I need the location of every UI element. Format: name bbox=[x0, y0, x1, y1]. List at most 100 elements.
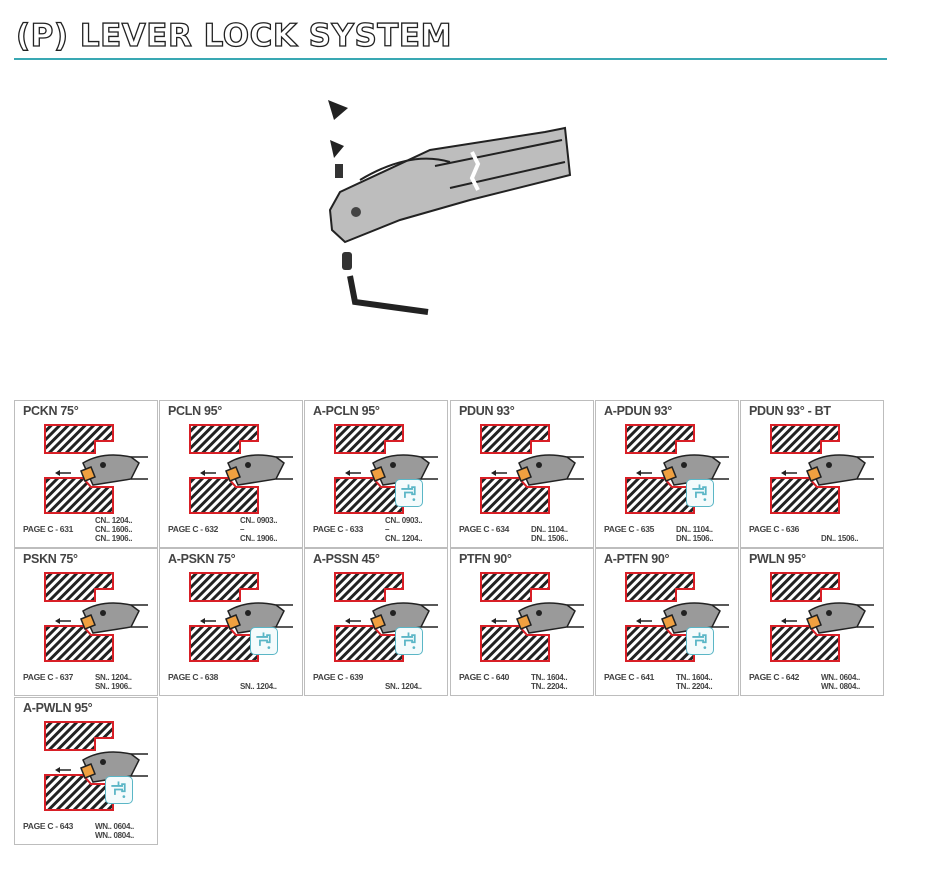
insert-list: SN.. 1204.. bbox=[385, 682, 422, 691]
holder-name: A-PSKN 75° bbox=[168, 552, 236, 566]
page-reference: PAGE C - 632 bbox=[168, 524, 219, 534]
insert-list: DN.. 1506.. bbox=[821, 534, 858, 543]
insert-code: SN.. 1906.. bbox=[95, 682, 132, 691]
coolant-icon bbox=[686, 627, 714, 655]
holder-name: PTFN 90° bbox=[459, 552, 512, 566]
machining-diagram-icon bbox=[770, 424, 874, 514]
holder-name: A-PTFN 90° bbox=[604, 552, 670, 566]
machining-diagram-icon bbox=[44, 424, 148, 514]
holder-card[interactable]: PWLN 95° PAGE C - 642 WN.. 0604..WN.. 08… bbox=[740, 548, 884, 696]
coolant-icon bbox=[686, 479, 714, 507]
holder-card[interactable]: PDUN 93° PAGE C - 634 DN.. 1104..DN.. 15… bbox=[450, 400, 594, 548]
page-reference: PAGE C - 636 bbox=[749, 524, 800, 534]
holder-name: PSKN 75° bbox=[23, 552, 78, 566]
insert-code: SN.. 1204.. bbox=[385, 682, 422, 691]
insert-code: CN.. 1906.. bbox=[95, 534, 133, 543]
insert-code: SN.. 1204.. bbox=[95, 673, 132, 682]
machining-diagram-icon bbox=[770, 572, 874, 662]
holder-card[interactable]: A-PSSN 45° PAGE C - 639 SN.. 1204.. bbox=[304, 548, 448, 696]
insert-code: DN.. 1104.. bbox=[676, 525, 713, 534]
machining-diagram-icon bbox=[334, 572, 438, 662]
insert-code: SN.. 1204.. bbox=[240, 682, 277, 691]
coolant-icon bbox=[395, 479, 423, 507]
machining-diagram-icon bbox=[44, 572, 148, 662]
holder-name: A-PSSN 45° bbox=[313, 552, 380, 566]
insert-code: CN.. 1204.. bbox=[385, 534, 423, 543]
page-reference: PAGE C - 633 bbox=[313, 524, 364, 534]
insert-code: TN.. 2204.. bbox=[531, 682, 568, 691]
machining-diagram-icon bbox=[480, 424, 584, 514]
machining-diagram-icon bbox=[334, 424, 438, 514]
machining-diagram-icon bbox=[189, 572, 293, 662]
holder-name: PCLN 95° bbox=[168, 404, 223, 418]
coolant-icon bbox=[105, 776, 133, 804]
insert-code: CN.. 1204.. bbox=[95, 516, 133, 525]
insert-code: – bbox=[385, 525, 390, 534]
holder-card[interactable]: A-PWLN 95° PAGE C - 643 WN.. 0604..WN.. … bbox=[14, 697, 158, 845]
insert-code: WN.. 0604.. bbox=[821, 673, 860, 682]
holder-name: PWLN 95° bbox=[749, 552, 806, 566]
holder-card[interactable]: A-PDUN 93° PAGE C - 635 DN.. 1104..DN.. … bbox=[595, 400, 739, 548]
insert-list: SN.. 1204..SN.. 1906.. bbox=[95, 673, 132, 691]
boring-bar-exploded-icon bbox=[328, 100, 572, 315]
insert-list: DN.. 1104..DN.. 1506.. bbox=[676, 525, 713, 543]
holder-card[interactable]: PCKN 75° PAGE C - 631 CN.. 1204..CN.. 16… bbox=[14, 400, 158, 548]
insert-code: TN.. 2204.. bbox=[676, 682, 713, 691]
insert-code: – bbox=[240, 525, 245, 534]
page-reference: PAGE C - 634 bbox=[459, 524, 510, 534]
insert-code: TN.. 1604.. bbox=[531, 673, 568, 682]
holder-name: PCKN 75° bbox=[23, 404, 79, 418]
insert-list: SN.. 1204.. bbox=[240, 682, 277, 691]
insert-list: WN.. 0604..WN.. 0804.. bbox=[821, 673, 860, 691]
page-reference: PAGE C - 643 bbox=[23, 821, 74, 831]
insert-code: CN.. 1906.. bbox=[240, 534, 278, 543]
coolant-icon bbox=[250, 627, 278, 655]
machining-diagram-icon bbox=[625, 424, 729, 514]
page-reference: PAGE C - 640 bbox=[459, 672, 510, 682]
insert-code: DN.. 1506.. bbox=[821, 534, 859, 543]
holder-card[interactable]: A-PSKN 75° PAGE C - 638 SN.. 1204.. bbox=[159, 548, 303, 696]
holder-card[interactable]: A-PTFN 90° PAGE C - 641 TN.. 1604..TN.. … bbox=[595, 548, 739, 696]
insert-list: CN.. 1204..CN.. 1606..CN.. 1906.. bbox=[95, 516, 132, 543]
title-underline bbox=[14, 58, 887, 60]
holder-name: A-PDUN 93° bbox=[604, 404, 672, 418]
machining-diagram-icon bbox=[480, 572, 584, 662]
holder-card[interactable]: A-PCLN 95° PAGE C - 633 CN.. 0903..–CN..… bbox=[304, 400, 448, 548]
insert-list: CN.. 0903..–CN.. 1906.. bbox=[240, 516, 277, 543]
machining-diagram-icon bbox=[189, 424, 293, 514]
insert-code: WN.. 0604.. bbox=[95, 822, 134, 831]
insert-code: CN.. 0903.. bbox=[240, 516, 278, 525]
page-reference: PAGE C - 641 bbox=[604, 672, 655, 682]
holder-name: A-PWLN 95° bbox=[23, 701, 93, 715]
insert-code: TN.. 1604.. bbox=[676, 673, 713, 682]
page-reference: PAGE C - 637 bbox=[23, 672, 74, 682]
insert-code: DN.. 1506.. bbox=[676, 534, 714, 543]
page-reference: PAGE C - 638 bbox=[168, 672, 219, 682]
page-title: (P) LEVER LOCK SYSTEM bbox=[15, 17, 452, 54]
insert-code: WN.. 0804.. bbox=[95, 831, 134, 840]
insert-list: TN.. 1604..TN.. 2204.. bbox=[531, 673, 568, 691]
insert-code: DN.. 1104.. bbox=[531, 525, 568, 534]
holder-name: PDUN 93° - BT bbox=[749, 404, 831, 418]
holder-card[interactable]: PTFN 90° PAGE C - 640 TN.. 1604..TN.. 22… bbox=[450, 548, 594, 696]
holder-card[interactable]: PDUN 93° - BT PAGE C - 636 DN.. 1506.. bbox=[740, 400, 884, 548]
insert-code: CN.. 0903.. bbox=[385, 516, 423, 525]
holder-card[interactable]: PCLN 95° PAGE C - 632 CN.. 0903..–CN.. 1… bbox=[159, 400, 303, 548]
holder-name: PDUN 93° bbox=[459, 404, 515, 418]
insert-list: WN.. 0604..WN.. 0804.. bbox=[95, 822, 134, 840]
insert-list: CN.. 0903..–CN.. 1204.. bbox=[385, 516, 422, 543]
holder-name: A-PCLN 95° bbox=[313, 404, 380, 418]
coolant-icon bbox=[395, 627, 423, 655]
insert-code: CN.. 1606.. bbox=[95, 525, 133, 534]
machining-diagram-icon bbox=[44, 721, 148, 811]
page-reference: PAGE C - 631 bbox=[23, 524, 74, 534]
page-reference: PAGE C - 635 bbox=[604, 524, 655, 534]
insert-list: TN.. 1604..TN.. 2204.. bbox=[676, 673, 713, 691]
holder-card[interactable]: PSKN 75° PAGE C - 637 SN.. 1204..SN.. 19… bbox=[14, 548, 158, 696]
insert-code: DN.. 1506.. bbox=[531, 534, 569, 543]
page-reference: PAGE C - 642 bbox=[749, 672, 800, 682]
insert-code: WN.. 0804.. bbox=[821, 682, 860, 691]
insert-list: DN.. 1104..DN.. 1506.. bbox=[531, 525, 568, 543]
machining-diagram-icon bbox=[625, 572, 729, 662]
page-reference: PAGE C - 639 bbox=[313, 672, 364, 682]
